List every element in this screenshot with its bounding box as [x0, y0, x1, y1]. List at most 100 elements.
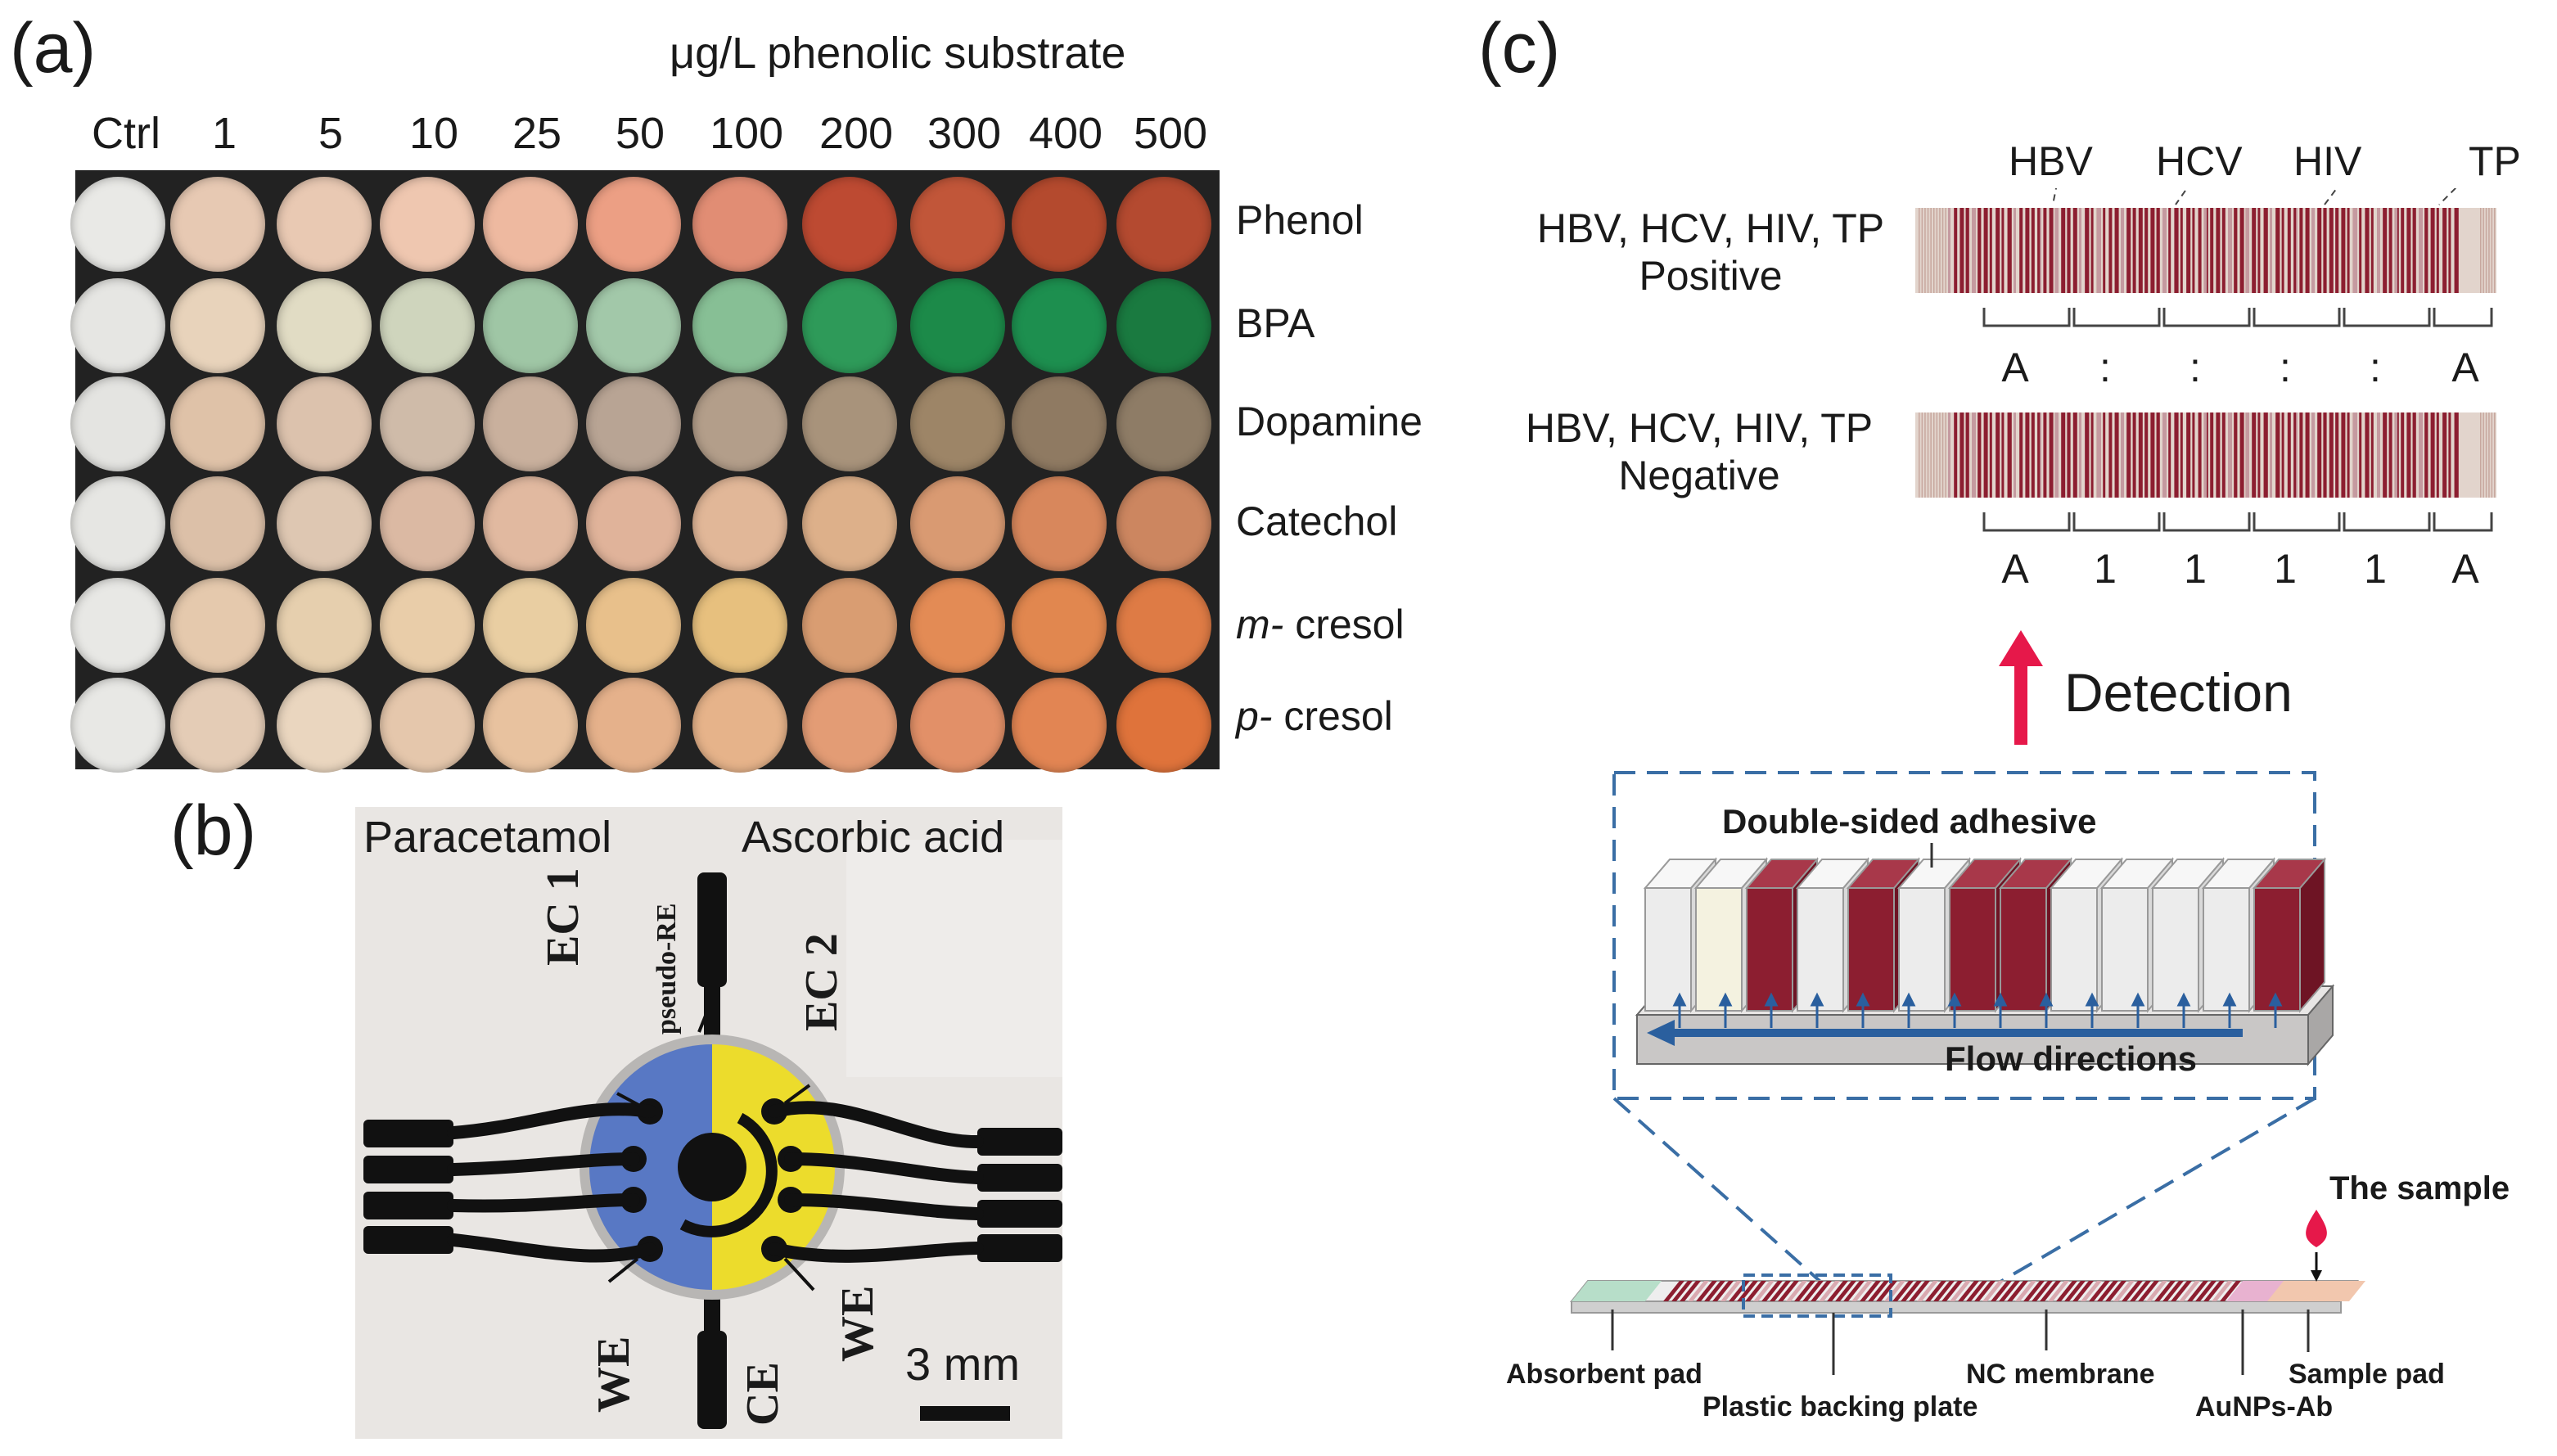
well [483, 376, 578, 471]
well [483, 678, 578, 773]
well [1012, 678, 1107, 773]
well [380, 376, 475, 471]
ratio-label: : [2099, 345, 2111, 390]
sample-label: The sample [2329, 1170, 2510, 1206]
well [1116, 578, 1211, 673]
ratio-label: : [2280, 345, 2291, 390]
well [380, 278, 475, 373]
ce-label: CE [737, 1362, 788, 1426]
well [70, 678, 165, 773]
well [692, 177, 787, 272]
well [70, 376, 165, 471]
positive-line1: HBV, HCV, HIV, TP [1536, 205, 1885, 251]
well [483, 177, 578, 272]
well [692, 476, 787, 571]
well [692, 278, 787, 373]
well [277, 476, 372, 571]
row-label: Phenol [1236, 197, 1364, 243]
well [802, 476, 897, 571]
marker-tp: TP [2469, 138, 2521, 184]
well [586, 278, 681, 373]
ec1-label: EC 1 [538, 868, 589, 966]
double-sided-label: Double-sided adhesive [1722, 802, 2097, 841]
well [70, 578, 165, 673]
detection-arrow-icon [1999, 630, 2043, 745]
well-plate [70, 170, 1220, 773]
well [170, 177, 265, 272]
negative-line2: Negative [1618, 453, 1780, 498]
column-label: 100 [709, 109, 784, 158]
well [170, 376, 265, 471]
negative-label: HBV, HCV, HIV, TP Negative [1478, 404, 1920, 499]
well [170, 678, 265, 773]
well [692, 376, 787, 471]
well [277, 177, 372, 272]
column-label: 400 [1028, 109, 1103, 158]
well [910, 177, 1005, 272]
well [483, 278, 578, 373]
well [1116, 678, 1211, 773]
well [277, 678, 372, 773]
nc-membrane-label: NC membrane [1966, 1359, 2155, 1390]
negative-strip [1915, 412, 2496, 498]
well [1012, 177, 1107, 272]
column-label: 10 [408, 109, 459, 158]
well [802, 578, 897, 673]
row-label-suffix: cresol [1283, 602, 1405, 647]
well [170, 278, 265, 373]
well [380, 578, 475, 673]
well [802, 278, 897, 373]
marker-hiv: HIV [2293, 138, 2362, 184]
well [586, 376, 681, 471]
well [692, 578, 787, 673]
well [1012, 476, 1107, 571]
paracetamol-title: Paracetamol [363, 813, 612, 862]
panel-b-label: (b) [170, 791, 257, 870]
well [910, 476, 1005, 571]
positive-line2: Positive [1639, 253, 1783, 299]
column-label: 500 [1133, 109, 1208, 158]
sensor-drawing [363, 840, 1062, 1429]
well [910, 376, 1005, 471]
row-label-prefix: p- [1236, 693, 1273, 739]
row-label: BPA [1236, 300, 1315, 346]
marker-hcv: HCV [2156, 138, 2243, 184]
ratio-label: 1 [2094, 546, 2117, 592]
well [1012, 376, 1107, 471]
well [380, 177, 475, 272]
sensor-photo [355, 807, 1062, 1439]
detection-label: Detection [2064, 662, 2293, 723]
well [910, 578, 1005, 673]
ratio-label: A [2451, 345, 2479, 390]
well [1116, 177, 1211, 272]
marker-hbv: HBV [2009, 138, 2093, 184]
well [586, 678, 681, 773]
well [586, 177, 681, 272]
well [802, 177, 897, 272]
column-label: 5 [318, 109, 344, 158]
well [1012, 578, 1107, 673]
column-label: 300 [927, 109, 1002, 158]
ratio-label: A [2001, 345, 2029, 390]
positive-strip [1915, 208, 2496, 293]
well [380, 678, 475, 773]
ratio-label: 1 [2184, 546, 2207, 592]
ratio-label: A [2001, 546, 2029, 592]
row-label: p- cresol [1236, 692, 1393, 740]
row-label-prefix: m- [1236, 602, 1284, 647]
well [70, 177, 165, 272]
well [1012, 278, 1107, 373]
well [70, 476, 165, 571]
column-label: 200 [819, 109, 894, 158]
well [483, 476, 578, 571]
well [802, 678, 897, 773]
well [277, 278, 372, 373]
well [586, 476, 681, 571]
scale-bar-label: 3 mm [905, 1338, 1020, 1390]
panel-a-header: μg/L phenolic substrate [670, 29, 1126, 78]
ratio-label: A [2451, 546, 2479, 592]
ratio-label: : [2370, 345, 2381, 390]
negative-line1: HBV, HCV, HIV, TP [1525, 405, 1874, 451]
well [483, 578, 578, 673]
panel-a-label: (a) [10, 9, 97, 88]
